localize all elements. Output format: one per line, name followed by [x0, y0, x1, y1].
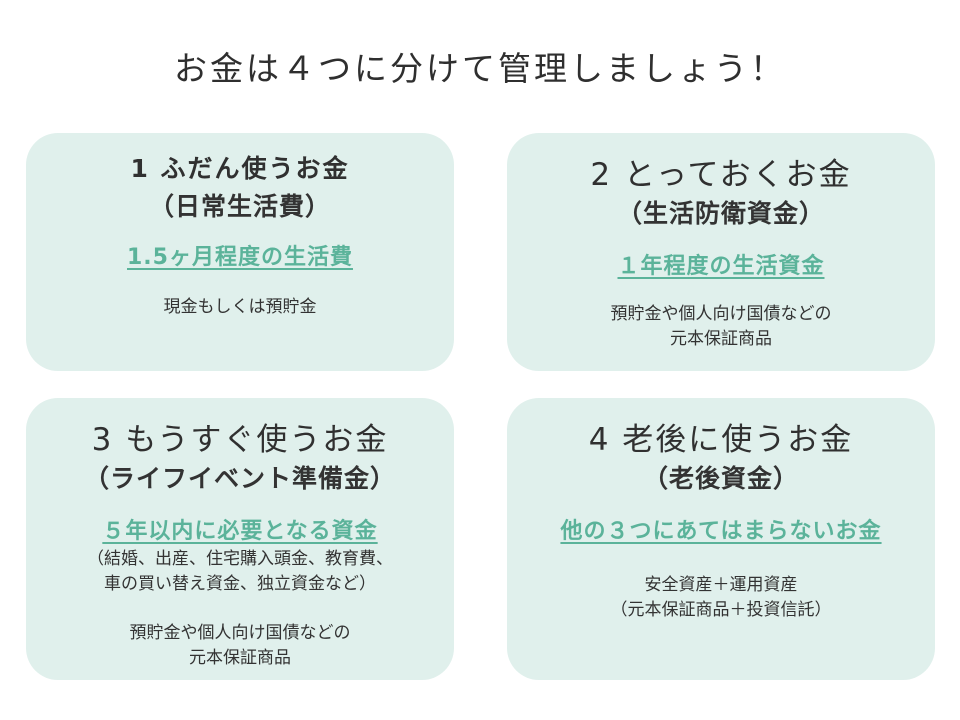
card-highlight: 1.5ヶ月程度の生活費	[127, 245, 353, 270]
card-heading: 3 もうすぐ使うお金	[91, 422, 389, 458]
card-heading: 1 ふだん使うお金	[130, 154, 350, 183]
card-highlight: 他の３つにあてはまらないお金	[560, 519, 882, 544]
card-subheading: （ライフイベント準備金）	[83, 464, 396, 493]
card-description-line: 預貯金や個人向け国債などの	[129, 623, 351, 643]
card-subheading: （老後資金）	[642, 464, 799, 493]
card-description-line: 預貯金や個人向け国債などの	[610, 304, 832, 324]
card-heading: 2 とっておくお金	[590, 157, 852, 193]
card-subheading: （日常生活費）	[148, 192, 331, 221]
card-description-line: 安全資産＋運用資産	[644, 575, 798, 595]
page-title: お金は４つに分けて管理しましょう！	[174, 49, 786, 88]
card-description-line: 現金もしくは預貯金	[163, 297, 317, 317]
card-highlight: ５年以内に必要となる資金	[102, 519, 378, 544]
card-description-line: 元本保証商品	[670, 329, 772, 349]
card-subheading: （生活防衛資金）	[616, 199, 825, 228]
card-note-line: （結婚、出産、住宅購入頭金、教育費、	[87, 549, 393, 569]
money-category-card-daily: 1 ふだん使うお金 （日常生活費） 1.5ヶ月程度の生活費 現金もしくは預貯金	[26, 133, 454, 371]
card-description-line: （元本保証商品＋投資信託）	[610, 600, 832, 620]
card-heading: 4 老後に使うお金	[588, 422, 854, 458]
money-category-card-reserve: 2 とっておくお金 （生活防衛資金） １年程度の生活資金 預貯金や個人向け国債な…	[507, 133, 935, 371]
card-note-line: 車の買い替え資金、独立資金など）	[104, 574, 376, 594]
money-category-card-soon: 3 もうすぐ使うお金 （ライフイベント準備金） ５年以内に必要となる資金 （結婚…	[26, 398, 454, 680]
card-highlight: １年程度の生活資金	[617, 254, 825, 279]
money-category-card-retirement: 4 老後に使うお金 （老後資金） 他の３つにあてはまらないお金 安全資産＋運用資…	[507, 398, 935, 680]
card-description-line: 元本保証商品	[189, 648, 291, 668]
